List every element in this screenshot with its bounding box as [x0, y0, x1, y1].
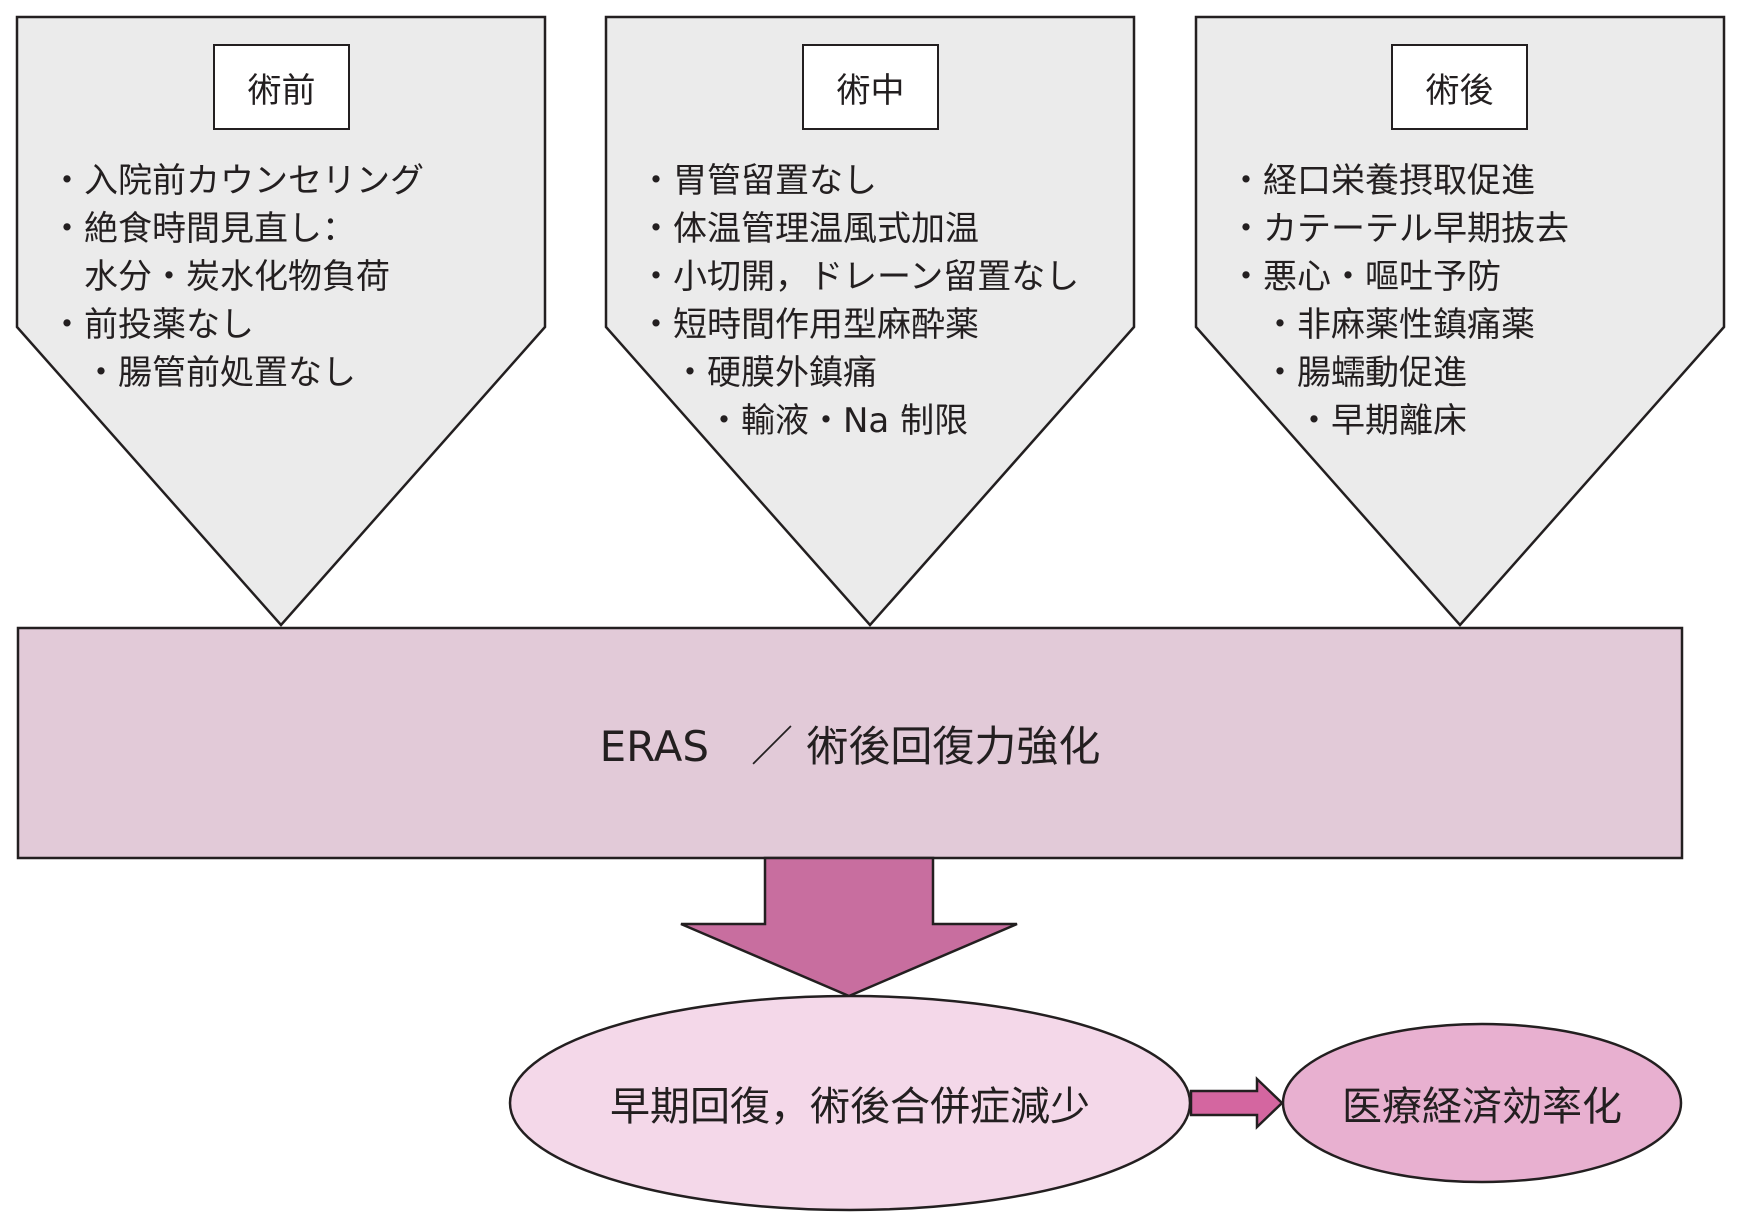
eras-label: ERAS ／ 術後回復力強化 — [599, 721, 1101, 771]
phase-intraop-item: ・硬膜外鎮痛 — [639, 353, 877, 393]
phase-preop-item: ・前投薬なし — [50, 305, 254, 345]
small-right-arrow — [1189, 1076, 1284, 1130]
phase-preop-arrow — [15, 15, 547, 627]
phase-postop-list: ・経口栄養摂取促進 ・カテーテル早期抜去 ・悪心・嘔吐予防 ・非麻薬性鎮痛薬 ・… — [1229, 157, 1569, 445]
phase-intraop-list: ・胃管留置なし ・体温管理温風式加温 ・小切開，ドレーン留置なし ・短時間作用型… — [639, 157, 1079, 445]
phase-postop-item: ・悪心・嘔吐予防 — [1229, 257, 1501, 297]
phase-preop-item: ・絶食時間見直し： — [50, 209, 356, 249]
phase-intraop-item: ・短時間作用型麻酔薬 — [639, 305, 979, 345]
phase-intraop-item: ・小切開，ドレーン留置なし — [639, 257, 1080, 297]
result-ellipse — [1281, 1022, 1683, 1184]
eras-box — [16, 626, 1684, 860]
phase-intraop-item: ・輸液・Na 制限 — [639, 401, 969, 441]
phase-intraop-item: ・胃管留置なし — [639, 161, 877, 201]
phase-preop-item: ・入院前カウンセリング — [50, 161, 424, 201]
phase-intraop-arrow — [604, 15, 1136, 627]
phase-postop-item: ・早期離床 — [1229, 401, 1467, 441]
outcome-label: 早期回復，術後合併症減少 — [610, 1084, 1090, 1130]
phase-postop-item: ・腸蠕動促進 — [1229, 353, 1467, 393]
phase-preop-title: 術前 — [213, 44, 350, 130]
big-down-arrow — [680, 856, 1018, 998]
phase-preop-item: 水分・炭水化物負荷 — [50, 257, 390, 297]
phase-preop-list: ・入院前カウンセリング ・絶食時間見直し： 水分・炭水化物負荷 ・前投薬なし ・… — [50, 157, 424, 397]
result-label: 医療経済効率化 — [1342, 1084, 1622, 1130]
phase-intraop-title: 術中 — [802, 44, 939, 130]
phase-postop-item: ・非麻薬性鎮痛薬 — [1229, 305, 1535, 345]
phase-postop-title: 術後 — [1391, 44, 1528, 130]
phase-preop-item: ・腸管前処置なし — [50, 353, 356, 393]
phase-postop-item: ・カテーテル早期抜去 — [1229, 209, 1569, 249]
phase-postop-arrow — [1194, 15, 1726, 627]
phase-intraop-item: ・体温管理温風式加温 — [639, 209, 979, 249]
phase-postop-item: ・経口栄養摂取促進 — [1229, 161, 1535, 201]
